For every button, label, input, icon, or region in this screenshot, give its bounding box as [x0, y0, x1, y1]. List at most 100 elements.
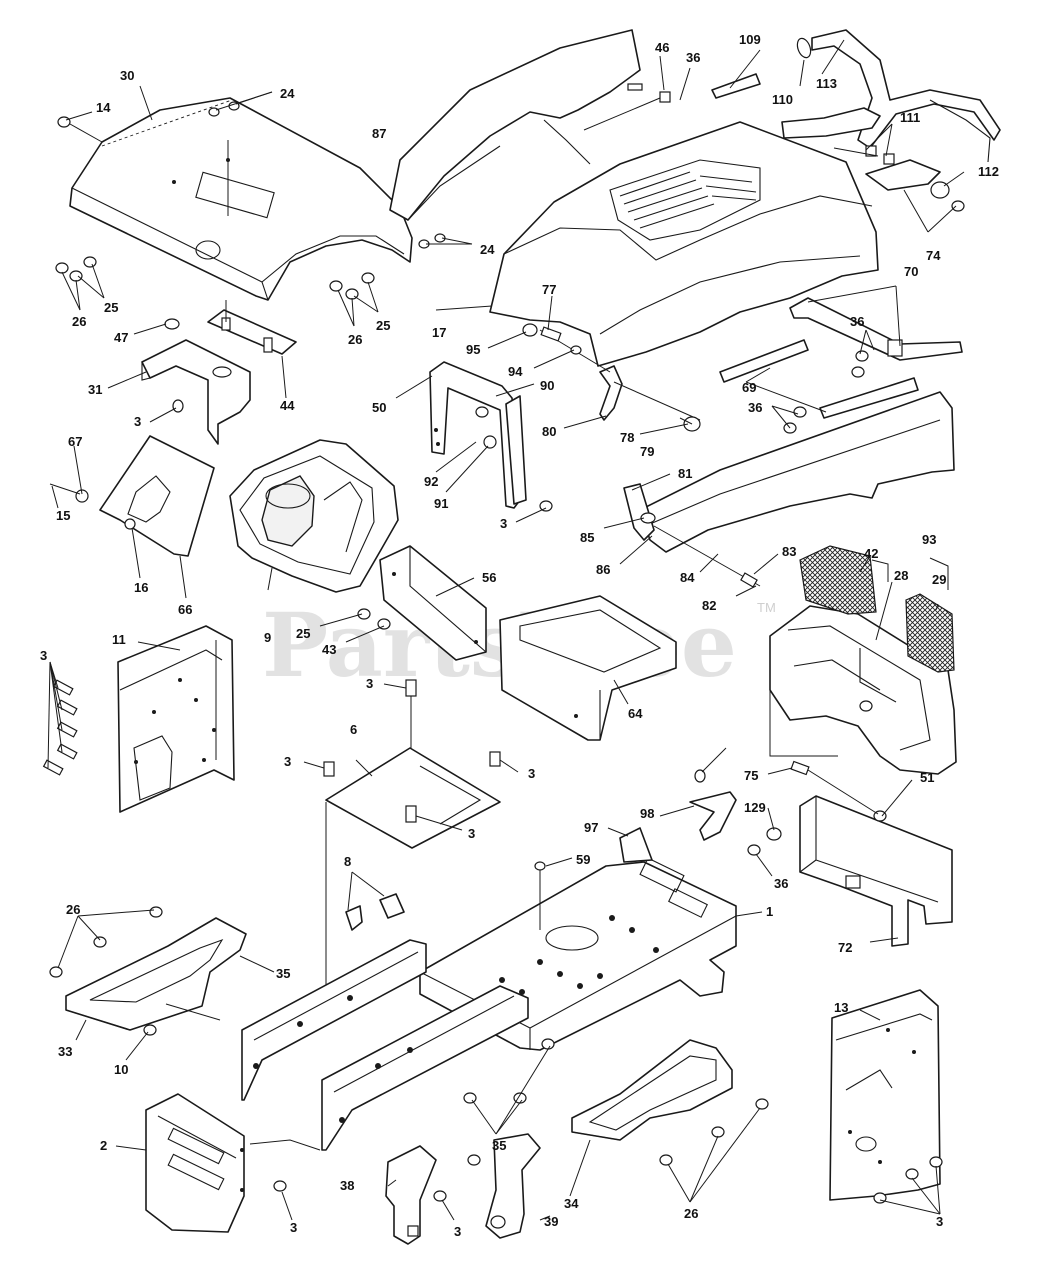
callout-36-c: 36 — [748, 400, 762, 415]
part-bracket-98 — [689, 791, 737, 841]
part-bracket-39 — [485, 1133, 541, 1239]
callout-3-d: 3 — [366, 676, 373, 691]
callout-3-f: 3 — [528, 766, 535, 781]
part-hood-side-87 — [389, 29, 671, 221]
callout-94: 94 — [508, 364, 523, 379]
part-front-bracket-72 — [799, 795, 953, 947]
part-link-69 — [719, 339, 919, 419]
callout-91: 91 — [434, 496, 448, 511]
part-bracket-38 — [385, 1145, 437, 1245]
part-center-plate-6 — [323, 679, 501, 990]
callout-82: 82 — [702, 598, 716, 613]
callout-34: 34 — [564, 1196, 579, 1211]
callout-93: 93 — [922, 532, 936, 547]
callout-113: 113 — [816, 76, 837, 91]
callout-1: 1 — [766, 904, 773, 919]
part-crossbar-56 — [379, 545, 487, 661]
callout-87: 87 — [372, 126, 386, 141]
callout-129: 129 — [744, 800, 766, 815]
callout-11: 11 — [112, 632, 126, 647]
callout-26-d: 26 — [684, 1206, 698, 1221]
part-link-70 — [789, 297, 963, 361]
callout-3-c: 3 — [40, 648, 47, 663]
part-side-plate-11 — [117, 625, 235, 813]
part-rear-plate-2 — [145, 1093, 245, 1233]
callout-leaders — [47, 39, 965, 1221]
callout-36-a: 36 — [686, 50, 700, 65]
callout-36-d: 36 — [774, 876, 788, 891]
callout-39: 39 — [544, 1214, 558, 1229]
callout-3-i: 3 — [454, 1224, 461, 1239]
callout-28: 28 — [894, 568, 908, 583]
part-clips-8 — [345, 893, 405, 931]
callout-15: 15 — [56, 508, 70, 523]
callout-112: 112 — [978, 164, 999, 179]
callout-3-j: 3 — [936, 1214, 943, 1229]
part-dash-panel — [69, 97, 413, 301]
part-mesh-42 — [799, 545, 877, 615]
callout-35-a: 35 — [276, 966, 290, 981]
callout-42: 42 — [864, 546, 878, 561]
callout-8: 8 — [344, 854, 351, 869]
callout-29: 29 — [932, 572, 946, 587]
callout-10: 10 — [114, 1062, 128, 1077]
part-footrest-33 — [65, 917, 247, 1031]
callout-25-b: 25 — [376, 318, 390, 333]
callout-98: 98 — [640, 806, 654, 821]
part-pin-109 — [711, 73, 761, 99]
part-tray-64 — [499, 595, 677, 741]
callout-78: 78 — [620, 430, 634, 445]
watermark-trademark: TM — [757, 600, 776, 615]
callout-110: 110 — [772, 92, 793, 107]
callout-24-b: 24 — [480, 242, 495, 257]
callout-109: 109 — [739, 32, 761, 47]
part-shroud-66 — [49, 435, 215, 557]
callout-86: 86 — [596, 562, 610, 577]
callout-35-b: 35 — [492, 1138, 506, 1153]
callout-6: 6 — [350, 722, 357, 737]
hood-grille-vents — [619, 171, 757, 229]
callout-26-c: 26 — [66, 902, 80, 917]
callout-3-h: 3 — [290, 1220, 297, 1235]
callout-33: 33 — [58, 1044, 72, 1059]
callout-46: 46 — [655, 40, 669, 55]
callout-64: 64 — [628, 706, 643, 721]
callout-labels: 14 30 24 87 46 36 109 110 113 111 112 74… — [40, 32, 999, 1239]
callout-30: 30 — [120, 68, 134, 83]
callout-66: 66 — [178, 602, 192, 617]
part-side-skirt — [639, 391, 955, 553]
callout-43: 43 — [322, 642, 336, 657]
callout-13: 13 — [834, 1000, 848, 1015]
callout-3-b: 3 — [500, 516, 507, 531]
callout-59: 59 — [576, 852, 590, 867]
part-mesh-29 — [905, 593, 955, 673]
part-main-hood — [489, 121, 879, 367]
callout-3-e: 3 — [284, 754, 291, 769]
callout-9: 9 — [264, 630, 271, 645]
callout-26-b: 26 — [348, 332, 362, 347]
callout-95: 95 — [466, 342, 480, 357]
callout-24-a: 24 — [280, 86, 295, 101]
callout-38: 38 — [340, 1178, 354, 1193]
callout-31: 31 — [88, 382, 102, 397]
callout-74: 74 — [926, 248, 941, 263]
callout-84: 84 — [680, 570, 695, 585]
callout-16: 16 — [134, 580, 148, 595]
callout-97: 97 — [584, 820, 598, 835]
callout-17: 17 — [432, 325, 446, 340]
callout-26-a: 26 — [72, 314, 86, 329]
callout-56: 56 — [482, 570, 496, 585]
part-bracket-31 — [141, 318, 251, 445]
callout-75: 75 — [744, 768, 758, 783]
callout-79: 79 — [640, 444, 654, 459]
callout-72: 72 — [838, 940, 852, 955]
part-hood-bracket-50 — [429, 361, 521, 509]
callout-92: 92 — [424, 474, 438, 489]
callout-90: 90 — [540, 378, 554, 393]
callout-14: 14 — [96, 100, 111, 115]
callout-77: 77 — [542, 282, 556, 297]
part-rear-plate-13 — [829, 989, 941, 1201]
callout-67: 67 — [68, 434, 82, 449]
callout-70: 70 — [904, 264, 918, 279]
